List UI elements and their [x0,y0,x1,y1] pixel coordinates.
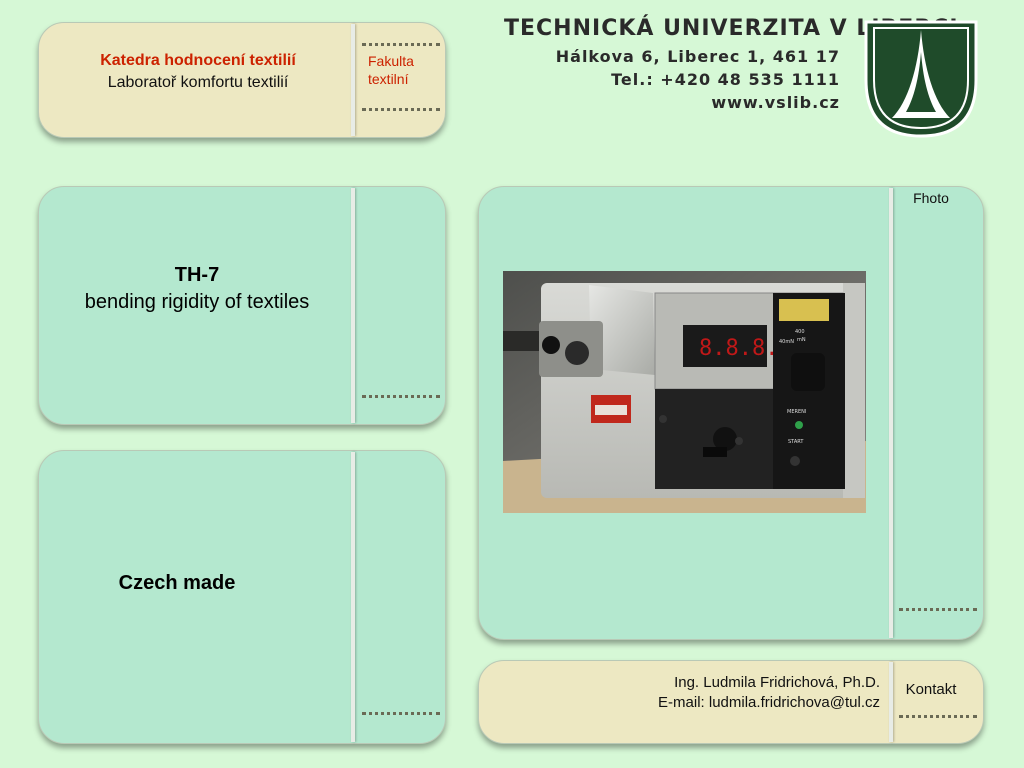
university-phone: Tel.: +420 48 535 1111 [611,70,840,89]
device-card [38,186,446,425]
tul-logo-icon [862,18,980,140]
contact-email[interactable]: E-mail: ludmila.fridrichova@tul.cz [658,694,880,711]
contact-divider [889,662,893,742]
dept-title: Katedra hodnocení textilií [100,52,296,69]
contact-label: Kontakt [905,681,957,698]
origin-label: Czech made [118,572,236,594]
contact-card [478,660,984,744]
university-header: TECHNICKÁ UNIVERZITA V LIBERCI Hálkova 6… [504,16,959,112]
photo-label: Fhoto [913,190,949,206]
device-dots [362,395,440,398]
origin-card [38,450,446,744]
faculty-label: Fakulta textilní [368,53,414,87]
lab-title: Laboratoř komfortu textilií [107,74,289,91]
photo-dots [899,608,977,611]
contact-name: Ing. Ludmila Fridrichová, Ph.D. [674,674,880,691]
photo-divider [889,188,893,638]
university-web: www.vslib.cz [711,93,840,112]
device-divider [351,188,355,423]
header-card [38,22,446,138]
photo-label-low: 40mN [779,339,794,345]
origin-dots [362,712,440,715]
origin-divider [351,452,355,742]
photo-label-range: 400 [795,329,805,335]
header-divider [351,24,355,136]
device-name: TH-7 [174,264,220,286]
device-description: bending rigidity of textiles [84,291,310,313]
header-dots-bottom [362,108,440,111]
header-dots-top [362,43,440,46]
university-name: TECHNICKÁ UNIVERZITA V LIBERCI [504,16,959,41]
university-address: Hálkova 6, Liberec 1, 461 17 [555,47,840,66]
photo-label-unit: mN [797,337,806,343]
instrument-photo: 8.8.8.8 400 mN 40mN MERENI START [503,271,866,513]
contact-dots [899,715,977,718]
photo-label-measure: MERENI [787,409,806,415]
photo-label-start: START [788,439,804,445]
